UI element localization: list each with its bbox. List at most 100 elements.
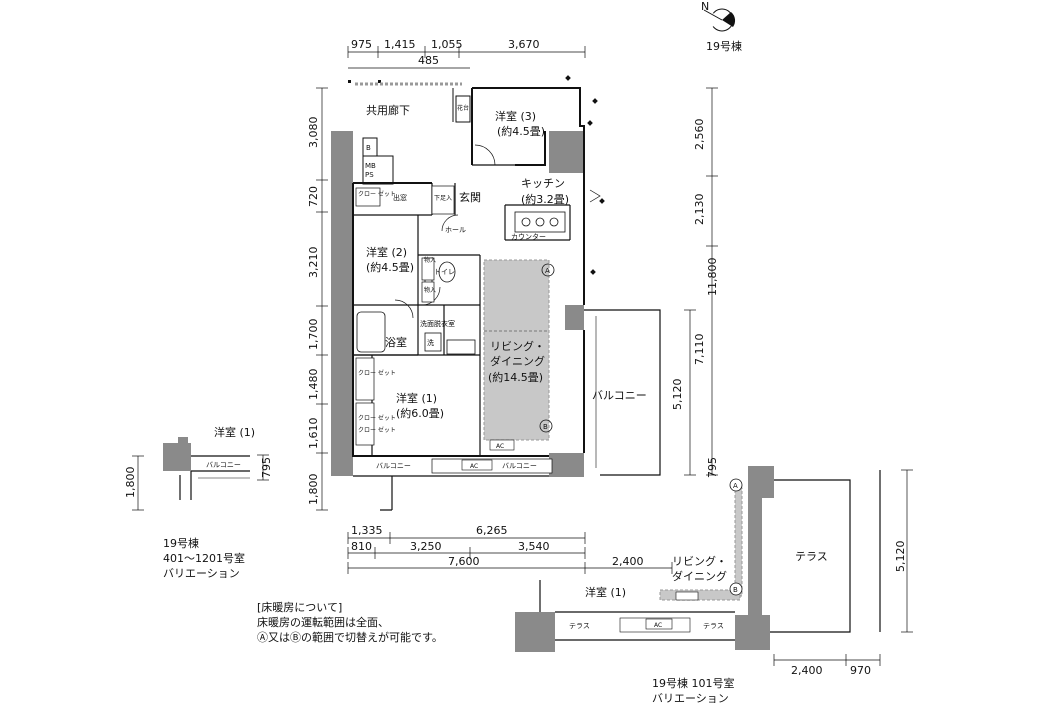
variation-small-room: 洋室 (1) — [214, 425, 255, 439]
dim-bottom-3250: 3,250 — [410, 540, 442, 553]
var101-ac: AC — [654, 622, 662, 629]
variation-101-caption: 19号棟 101号室 バリエーション — [652, 676, 735, 706]
var101-zone-a: A — [733, 482, 738, 490]
var101-terrace-left: テラス — [569, 622, 590, 630]
variation-small-caption-line1: 19号棟 — [163, 537, 199, 550]
kitchen-size: (約3.2畳) — [521, 192, 569, 206]
ps-label: PS — [365, 171, 374, 179]
variation-small-caption-line3: バリエーション — [163, 567, 240, 580]
variation-101-caption-line1: 19号棟 101号室 — [652, 677, 735, 690]
western3-size: (約4.5畳) — [497, 124, 545, 138]
ac2-label: AC — [496, 443, 504, 450]
dim-bottom-1335: 1,335 — [351, 524, 383, 537]
balcony-bottom-right-label: バルコニー — [502, 462, 537, 470]
western1-size: (約6.0畳) — [396, 406, 444, 420]
bath-label: 浴室 — [385, 335, 407, 349]
dim-var101-2400: 2,400 — [791, 664, 823, 677]
dim-left-720: 720 — [307, 186, 320, 207]
dim-top-1415: 1,415 — [384, 38, 416, 51]
dim-right-795: 795 — [706, 457, 719, 478]
floor-heating-area — [483, 259, 550, 441]
var101-western1: 洋室 (1) — [585, 585, 626, 599]
main-plan — [331, 87, 661, 511]
left-dimension-lines — [316, 87, 328, 511]
compass-icon — [703, 8, 736, 32]
var101-living1: リビング・ — [672, 554, 727, 568]
living-name2: ダイニング — [490, 354, 545, 368]
building-label: 19号棟 — [706, 39, 742, 53]
dim-top-975: 975 — [351, 38, 372, 51]
dim-var101-970: 970 — [850, 664, 871, 677]
dim-bottom-2400: 2,400 — [612, 555, 644, 568]
western3-name: 洋室 (3) — [495, 109, 536, 123]
dim-bottom-3540: 3,540 — [518, 540, 550, 553]
dim-bottom-6265: 6,265 — [476, 524, 508, 537]
kitchen-name: キッチン — [521, 177, 565, 190]
variation-small-plan — [132, 437, 269, 511]
out-window-label: 出窓 — [393, 193, 407, 202]
dim-var-795: 795 — [260, 457, 273, 478]
toilet-label: トイレ — [434, 268, 455, 276]
dim-left-1480: 1,480 — [307, 369, 320, 401]
mb-label: MB — [365, 162, 376, 170]
flower-label: 花台 — [457, 104, 469, 112]
dim-top-1055: 1,055 — [431, 38, 463, 51]
washroom-label: 洗面脱衣室 — [420, 319, 455, 328]
variation-small-caption-line2: 401～1201号室 — [163, 552, 245, 565]
closet-c-label: クロー ゼット — [358, 426, 396, 434]
north-label: N — [701, 0, 709, 13]
dim-right-11800: 11,800 — [706, 258, 719, 297]
living-size: (約14.5畳) — [488, 370, 543, 384]
bottom-dimension-lines — [347, 532, 673, 574]
western2-size: (約4.5畳) — [366, 260, 414, 274]
living-name1: リビング・ — [490, 339, 545, 353]
variation-101-caption-line2: バリエーション — [652, 692, 729, 705]
var101-terrace-mid: テラス — [703, 622, 724, 630]
b-box-label: B — [366, 144, 371, 152]
storage2-label: 物入 — [424, 286, 436, 294]
storage-label: 物入 — [424, 256, 436, 264]
closet-a-label: クロー ゼット — [358, 369, 396, 377]
marker-dots — [348, 75, 605, 275]
zone-b-marker: B — [543, 423, 548, 431]
dim-right-7110: 7,110 — [693, 334, 706, 366]
washer-label: 洗 — [427, 338, 434, 347]
shoe-label: 下足入 — [434, 195, 452, 202]
floor-heating-heading: [床暖房について] — [257, 601, 343, 614]
dim-right-2130: 2,130 — [693, 194, 706, 226]
dim-bottom-7600: 7,600 — [448, 555, 480, 568]
dim-bottom-810: 810 — [351, 540, 372, 553]
western2-name: 洋室 (2) — [366, 245, 407, 259]
floor-heating-note: [床暖房について] 床暖房の運転範囲は全面、 Ⓐ又はⒷの範囲で切替えが可能です。 — [257, 600, 443, 645]
variation-small-balcony: バルコニー — [206, 461, 241, 469]
dim-var101-5120: 5,120 — [894, 541, 907, 573]
closet-b-label: クロー ゼット — [358, 414, 396, 422]
dim-left-1610: 1,610 — [307, 418, 320, 450]
western1-name: 洋室 (1) — [396, 391, 437, 405]
balcony-bottom-left-label: バルコニー — [376, 462, 411, 470]
zone-a-marker: A — [545, 267, 550, 275]
floor-heating-line1: 床暖房の運転範囲は全面、 — [257, 616, 389, 629]
corridor-label: 共用廊下 — [366, 103, 410, 117]
balcony-right-label: バルコニー — [592, 389, 647, 402]
variation-small-caption: 19号棟 401～1201号室 バリエーション — [163, 536, 245, 581]
floor-heating-line2: Ⓐ又はⒷの範囲で切替えが可能です。 — [257, 631, 443, 644]
dim-left-1700: 1,700 — [307, 319, 320, 351]
counter-label: カウンター — [511, 232, 546, 241]
dim-top-485: 485 — [418, 54, 439, 67]
var101-terrace-right: テラス — [795, 550, 828, 563]
dim-right-2560: 2,560 — [693, 119, 706, 151]
var101-zone-b: B — [733, 586, 738, 594]
closet-label: クロー ゼット — [358, 190, 396, 198]
dim-left-3210: 3,210 — [307, 247, 320, 279]
dim-right-5120: 5,120 — [671, 379, 684, 411]
right-dimension-lines — [684, 87, 718, 476]
ac-label: AC — [470, 463, 478, 470]
dim-left-3080: 3,080 — [307, 117, 320, 149]
entrance-label: 玄関 — [459, 190, 481, 204]
var101-living2: ダイニング — [672, 569, 727, 583]
dim-var-1800: 1,800 — [124, 467, 137, 499]
hall-label: ホール — [445, 226, 466, 234]
dim-top-3670: 3,670 — [508, 38, 540, 51]
